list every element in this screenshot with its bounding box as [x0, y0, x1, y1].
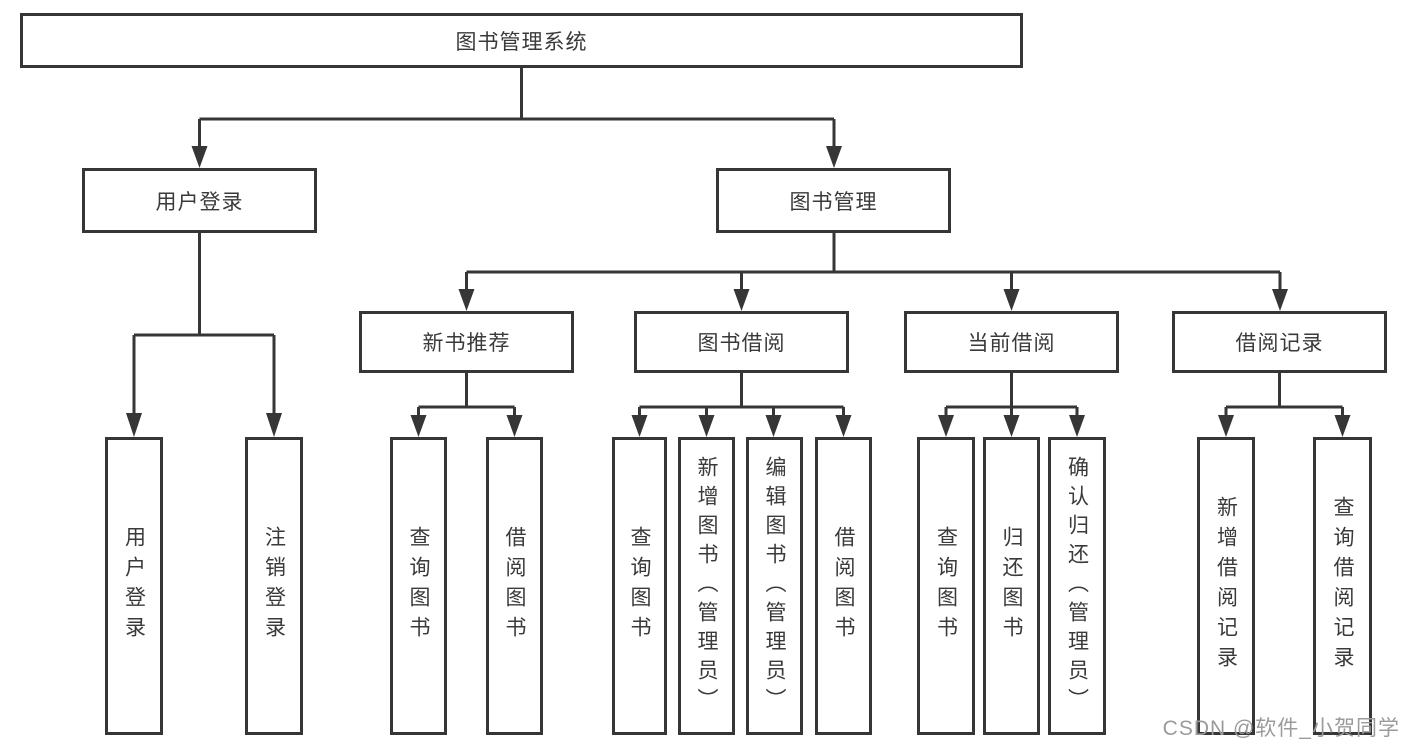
- node-book-borrow-label: 图书借阅: [697, 332, 786, 355]
- leaf-confirm-return-admin-label: 确认归还（管理员）: [1065, 455, 1089, 717]
- connector-current-borrow: [944, 373, 1079, 419]
- arrowhead-icon: [698, 415, 715, 437]
- leaf-borrow-borrow-books: 借阅图书: [815, 437, 872, 735]
- node-root: 图书管理系统: [20, 13, 1023, 68]
- arrowhead-icon: [191, 146, 208, 168]
- leaf-current-query-books: 查询图书: [917, 437, 975, 735]
- node-book-management: 图书管理: [716, 168, 951, 233]
- arrowhead-icon: [938, 415, 954, 437]
- leaf-edit-books-admin-label: 编辑图书（管理员）: [763, 455, 786, 717]
- leaf-borrow-query-books: 查询图书: [612, 437, 667, 735]
- arrowhead-icon: [458, 289, 475, 311]
- arrowhead-icon: [126, 413, 142, 437]
- leaf-borrow-query-books-label: 查询图书: [628, 526, 651, 646]
- leaf-newbook-borrow-books: 借阅图书: [486, 437, 543, 735]
- connector-book-management: [465, 233, 1282, 293]
- node-current-borrow-label: 当前借阅: [967, 332, 1056, 355]
- arrowhead-icon: [266, 413, 282, 437]
- leaf-add-borrow-record: 新增借阅记录: [1197, 437, 1255, 735]
- leaf-newbook-query-books-label: 查询图书: [407, 526, 430, 646]
- arrowhead-icon: [1069, 415, 1085, 437]
- leaf-user-login: 用户登录: [105, 437, 163, 735]
- leaf-return-books: 归还图书: [983, 437, 1040, 735]
- arrowhead-icon: [835, 415, 852, 437]
- node-new-book-recommend-label: 新书推荐: [422, 332, 511, 355]
- node-borrow-records: 借阅记录: [1172, 311, 1387, 373]
- arrowhead-icon: [1003, 415, 1020, 437]
- node-book-borrow: 图书借阅: [634, 311, 849, 373]
- connector-root: [198, 68, 836, 150]
- arrowhead-icon: [765, 415, 782, 437]
- leaf-query-borrow-record-label: 查询借阅记录: [1331, 496, 1354, 676]
- arrowhead-icon: [1003, 289, 1020, 311]
- leaf-logout-label: 注销登录: [262, 526, 286, 646]
- arrowhead-icon: [826, 146, 842, 168]
- csdn-watermark: CSDN @软件_小贺同学: [1162, 717, 1400, 740]
- connector-book-borrow: [638, 373, 845, 419]
- arrowhead-icon: [410, 415, 427, 437]
- leaf-return-books-label: 归还图书: [1000, 526, 1023, 646]
- node-user-login-label: 用户登录: [155, 190, 244, 214]
- leaf-add-books-admin-label: 新增图书（管理员）: [695, 455, 718, 717]
- node-book-management-label: 图书管理: [789, 190, 878, 214]
- arrowhead-icon: [506, 415, 523, 437]
- leaf-add-books-admin: 新增图书（管理员）: [678, 437, 735, 735]
- leaf-current-query-books-label: 查询图书: [934, 526, 958, 646]
- node-new-book-recommend: 新书推荐: [359, 311, 574, 373]
- arrowhead-icon: [1334, 415, 1351, 437]
- leaf-add-borrow-record-label: 新增借阅记录: [1214, 496, 1238, 676]
- arrowhead-icon: [1272, 289, 1288, 311]
- leaf-logout: 注销登录: [245, 437, 303, 735]
- leaf-newbook-query-books: 查询图书: [390, 437, 447, 735]
- leaf-newbook-borrow-books-label: 借阅图书: [503, 526, 526, 646]
- leaf-borrow-borrow-books-label: 借阅图书: [832, 526, 855, 646]
- node-borrow-records-label: 借阅记录: [1235, 332, 1324, 355]
- node-root-label: 图书管理系统: [455, 30, 588, 54]
- leaf-confirm-return-admin: 确认归还（管理员）: [1048, 437, 1106, 735]
- arrowhead-icon: [1218, 415, 1234, 437]
- leaf-edit-books-admin: 编辑图书（管理员）: [746, 437, 803, 735]
- connector-new-book: [417, 373, 516, 419]
- leaf-query-borrow-record: 查询借阅记录: [1313, 437, 1372, 735]
- leaf-user-login-label: 用户登录: [122, 526, 146, 646]
- connector-user-login: [132, 233, 276, 417]
- arrowhead-icon: [733, 289, 750, 311]
- arrowhead-icon: [631, 415, 648, 437]
- node-user-login: 用户登录: [82, 168, 317, 233]
- connector-borrow-records: [1224, 373, 1344, 419]
- node-current-borrow: 当前借阅: [904, 311, 1119, 373]
